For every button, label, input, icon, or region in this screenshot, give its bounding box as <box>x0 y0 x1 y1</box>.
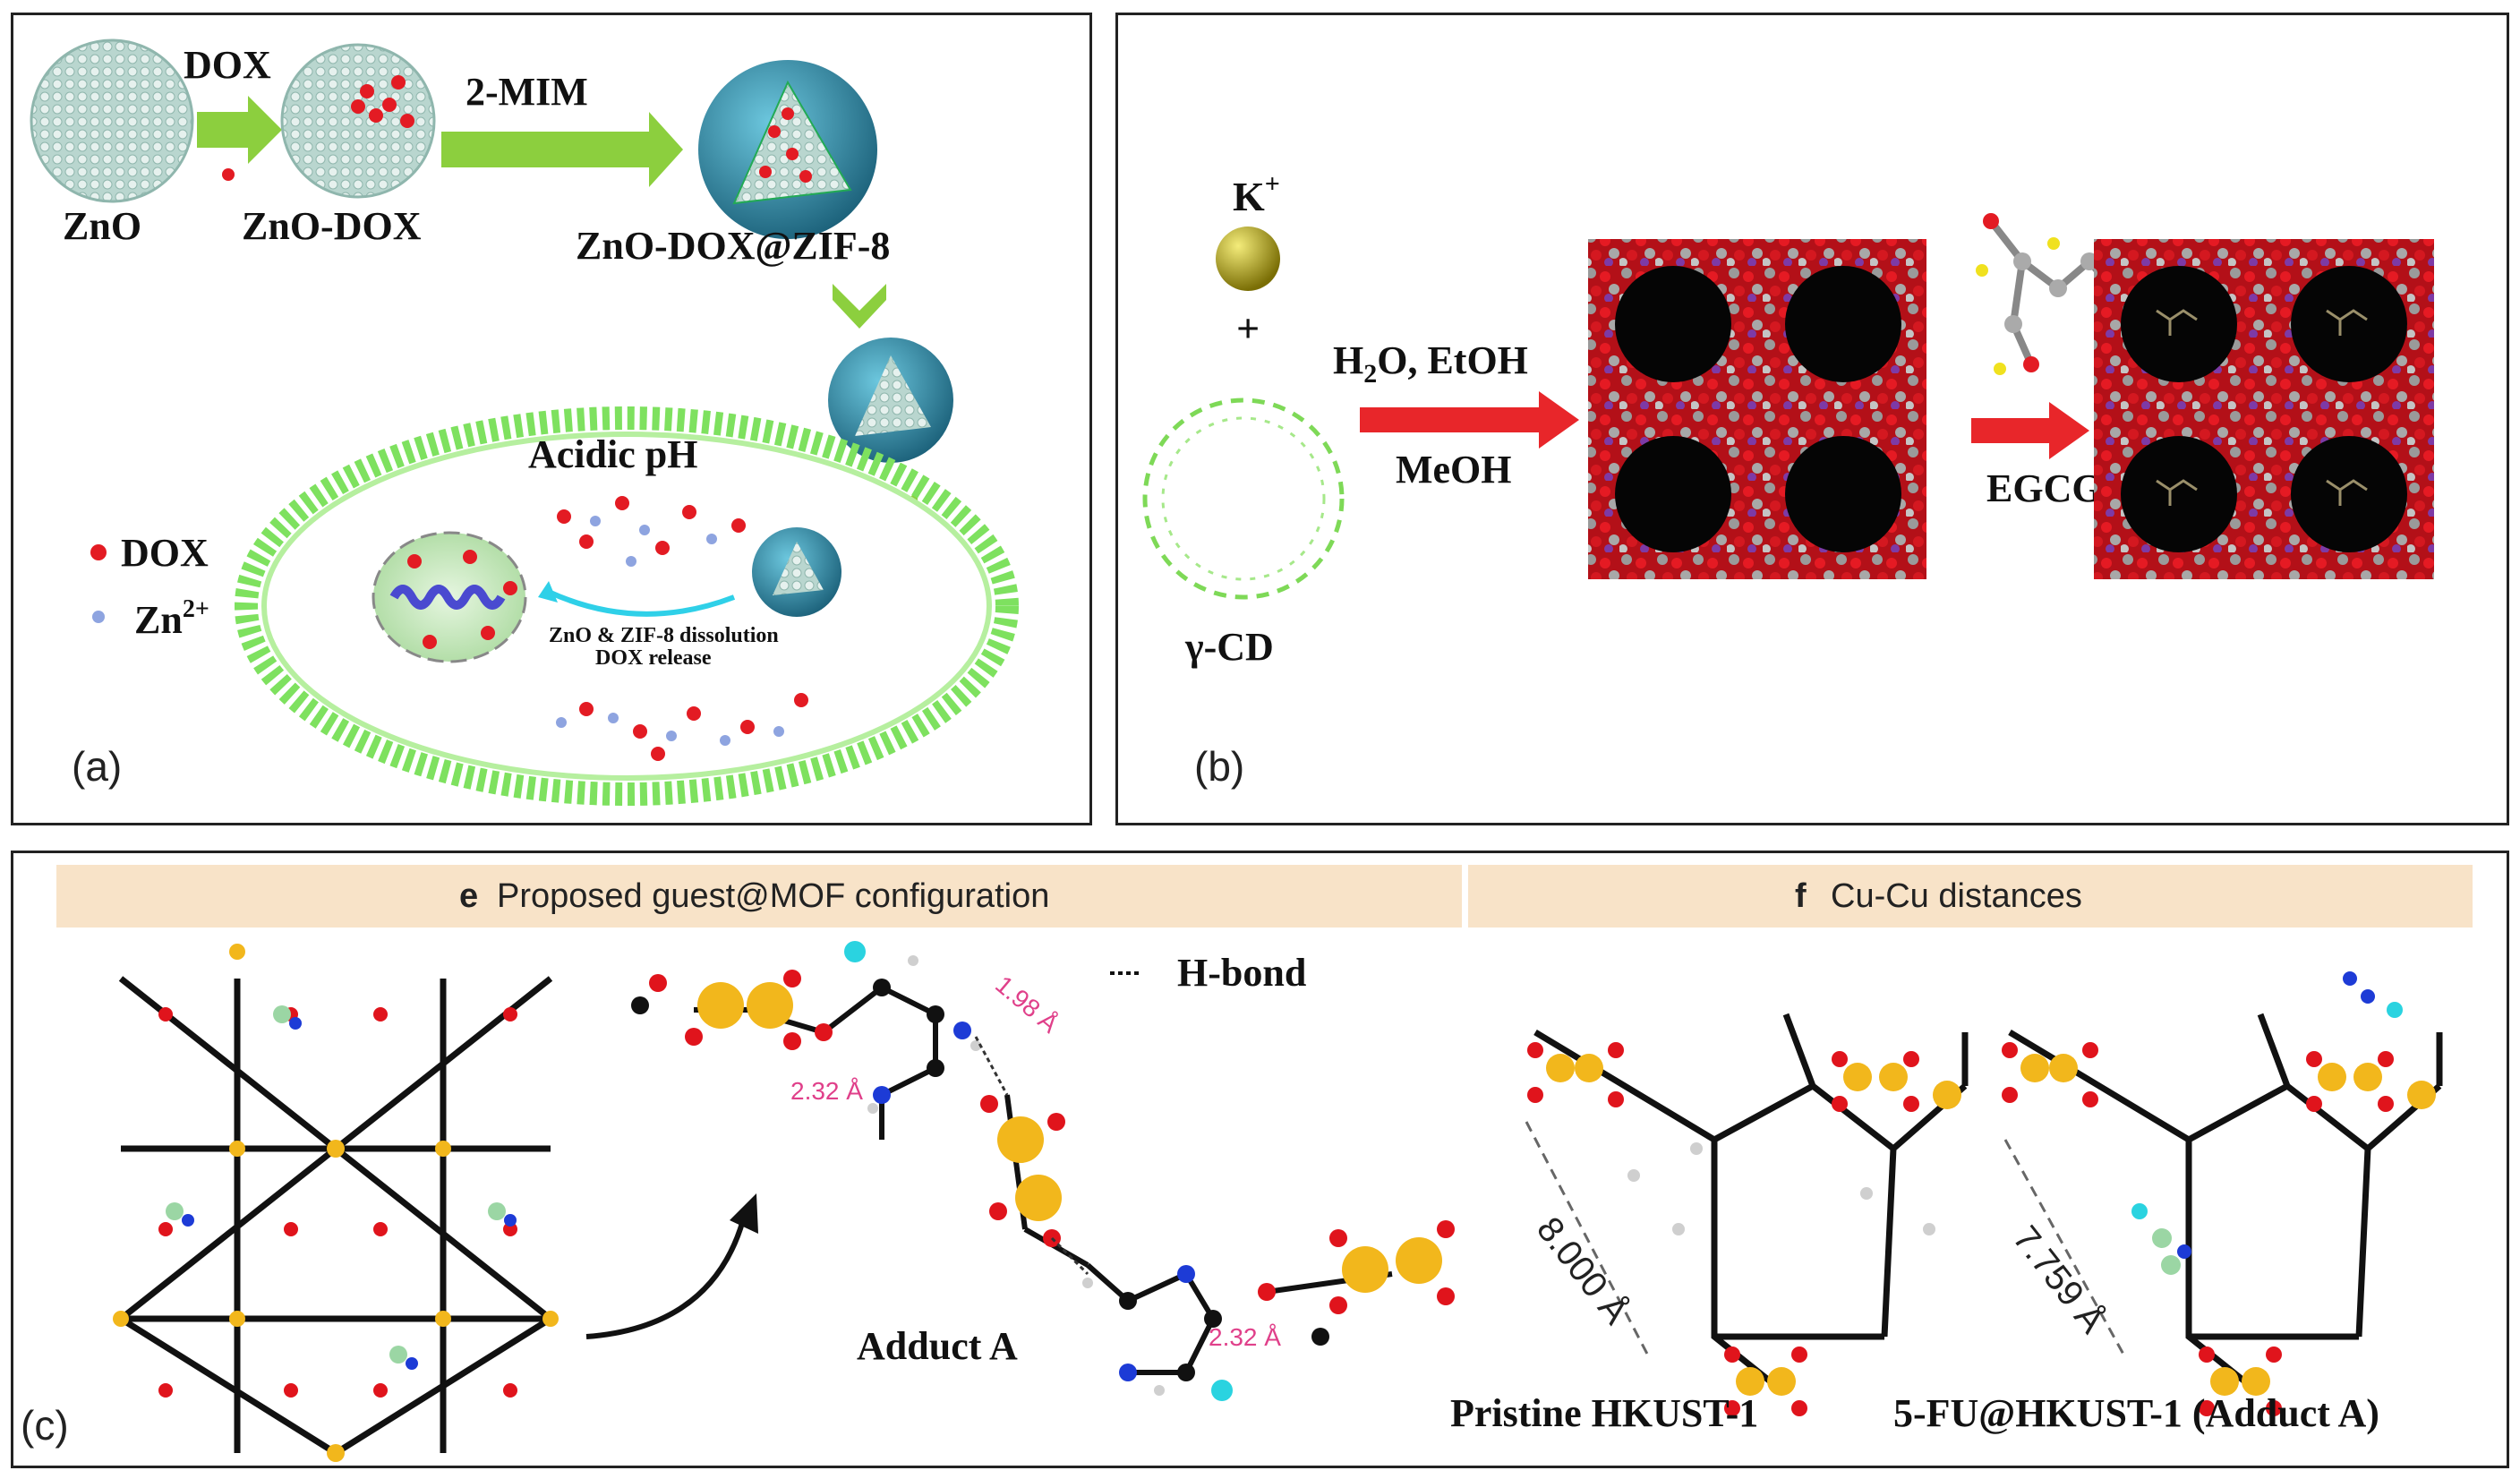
hbond-line <box>974 1036 1009 1096</box>
panel-b-graphic: K+ + γ-CD H2O, EtOH MeOH <box>1142 169 2434 790</box>
legend-zn-label: Zn2+ <box>134 595 209 642</box>
zno-label: ZnO <box>63 204 141 248</box>
released-dox-dots <box>557 496 808 761</box>
panel-c-letter: (c) <box>21 1402 69 1449</box>
zno-sphere <box>30 38 194 203</box>
adduct-a-label: Adduct A <box>857 1324 1018 1368</box>
header-e-title: Proposed guest@MOF configuration <box>497 877 1049 915</box>
cell-membrane <box>235 406 1019 806</box>
cu-distance-line-pristine <box>1525 1121 1652 1360</box>
adduct-framework-label: 5-FU@HKUST-1 (Adduct A) <box>1893 1391 2379 1435</box>
distance-label-2: 1.98 Å <box>990 970 1064 1039</box>
solvent-bottom-label: MeOH <box>1396 448 1512 492</box>
dna-strand <box>389 585 506 610</box>
cd-mof-pores <box>1615 266 1901 552</box>
arrow-dox-loading <box>197 96 282 164</box>
pristine-hkust1-structure <box>1527 1013 1969 1416</box>
header-f-band <box>1468 865 2473 928</box>
guest-molecules <box>2156 309 2368 506</box>
panel-c: e Proposed guest@MOF configuration f Cu-… <box>11 851 2509 1468</box>
mof-framework-lattice <box>113 944 559 1462</box>
cu-distance-line-adduct <box>2003 1139 2128 1360</box>
hbond-line <box>1050 1236 1089 1276</box>
arrow-2-mim <box>441 112 683 187</box>
zno-dox-label: ZnO-DOX <box>242 204 422 248</box>
dox-molecule-dot <box>222 168 235 181</box>
potassium-ion <box>1216 227 1280 291</box>
header-e-letter: e <box>459 877 478 915</box>
plus-sign: + <box>1236 305 1260 351</box>
acidic-ph-label: Acidic pH <box>528 432 697 476</box>
panel-b: K+ + γ-CD H2O, EtOH MeOH <box>1115 13 2509 825</box>
gamma-cd-label: γ-CD <box>1184 625 1274 669</box>
released-zn-dots <box>556 516 784 746</box>
zno-dox-zif8-label: ZnO-DOX@ZIF-8 <box>576 224 890 268</box>
pristine-label: Pristine HKUST-1 <box>1450 1391 1758 1435</box>
arrow-synthesis <box>1360 391 1579 449</box>
distance-label-1: 2.32 Å <box>790 1077 863 1105</box>
loaded-pores <box>2121 266 2407 552</box>
header-e-band <box>56 865 1462 928</box>
loaded-dox-dots <box>351 75 414 128</box>
hbond-legend-label: H-bond <box>1177 951 1306 995</box>
legend-zn-swatch <box>92 611 105 623</box>
mim-reagent-label: 2-MIM <box>466 70 588 114</box>
cu-distance-pristine: 8.000 Å <box>1529 1210 1637 1332</box>
curved-arrow <box>585 1219 746 1339</box>
release-arrow <box>549 590 736 617</box>
legend-dox-swatch <box>90 544 107 560</box>
adduct-a-structure <box>631 941 1455 1401</box>
chevron-down-icon <box>833 284 886 329</box>
panel-a-letter: (a) <box>72 743 122 790</box>
cation-label: K+ <box>1233 169 1280 219</box>
dox-reagent-label: DOX <box>184 43 271 87</box>
egcg-label: EGCG <box>1986 466 2103 510</box>
adduct-hkust1-structure <box>2002 971 2443 1416</box>
arrow-loading <box>1971 402 2089 459</box>
solvent-top-label: H2O, EtOH <box>1333 338 1528 389</box>
distance-label-3: 2.32 Å <box>1209 1323 1281 1351</box>
gamma-cd-ring <box>1142 398 1345 600</box>
header-f-title: Cu-Cu distances <box>1831 877 2082 915</box>
legend-dox-label: DOX <box>121 531 209 575</box>
dox-release-text: DOX release <box>595 646 712 670</box>
dissolution-text: ZnO & ZIF-8 dissolution <box>549 624 779 647</box>
panel-b-letter: (b) <box>1194 743 1244 790</box>
panel-a: DOX 2-MIM ZnO ZnO-DOX ZnO-DOX@ZIF-8 Acid… <box>11 13 1092 825</box>
panel-a-graphic: DOX 2-MIM ZnO ZnO-DOX ZnO-DOX@ZIF-8 Acid… <box>30 38 1019 806</box>
header-f-letter: f <box>1795 877 1807 915</box>
panel-c-graphic: e Proposed guest@MOF configuration f Cu-… <box>21 865 2473 1462</box>
